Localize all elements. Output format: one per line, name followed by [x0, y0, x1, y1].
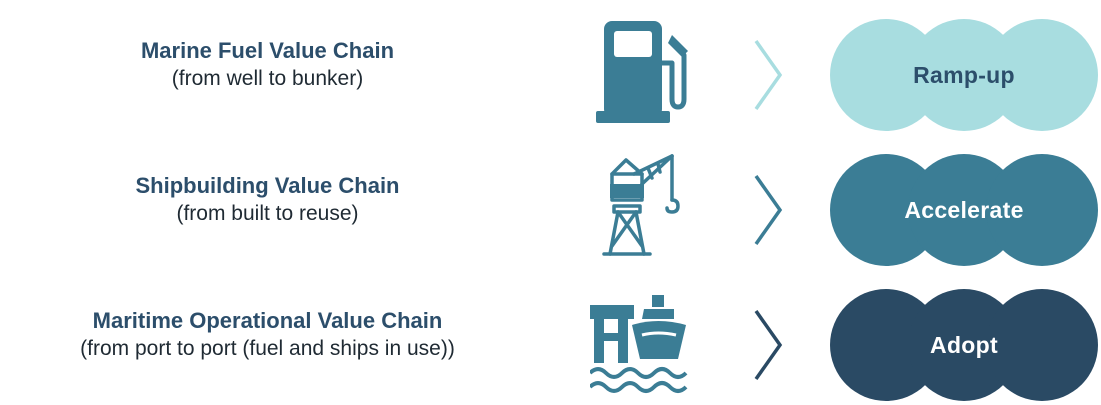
- value-chain-subtitle: (from well to bunker): [171, 67, 364, 90]
- value-chain-row-maritime-operational: Maritime Operational Value Chain (from p…: [0, 285, 1101, 405]
- stage-label: Adopt: [930, 331, 998, 358]
- fuel-pump-icon: [596, 21, 688, 123]
- stage-shape: [830, 154, 1098, 266]
- value-chain-subtitle: (from port to port (fuel and ships in us…: [80, 337, 455, 360]
- value-chain-title: Maritime Operational Value Chain: [92, 308, 443, 333]
- value-chain-subtitle: (from built to reuse): [176, 202, 359, 225]
- value-chain-row-marine-fuel: Marine Fuel Value Chain (from well to bu…: [0, 15, 1101, 135]
- value-chain-label: Maritime Operational Value Chain (from p…: [0, 307, 535, 363]
- stage-shape: [830, 289, 1098, 401]
- value-chain-row-shipbuilding: Shipbuilding Value Chain (from built to …: [0, 150, 1101, 270]
- chevron-right-icon: [754, 174, 783, 246]
- chevron-right-icon: [754, 39, 783, 111]
- port-and-ship-icon: [590, 295, 688, 393]
- crane-icon: [602, 154, 680, 256]
- value-chain-title: Shipbuilding Value Chain: [135, 173, 400, 198]
- stage-label: Accelerate: [904, 196, 1024, 223]
- value-chain-label: Shipbuilding Value Chain (from built to …: [0, 172, 535, 228]
- stage-label: Ramp-up: [913, 61, 1015, 88]
- chevron-right-icon: [754, 309, 783, 381]
- value-chain-title: Marine Fuel Value Chain: [140, 38, 395, 63]
- value-chain-label: Marine Fuel Value Chain (from well to bu…: [0, 37, 535, 93]
- stage-shape: [830, 19, 1098, 131]
